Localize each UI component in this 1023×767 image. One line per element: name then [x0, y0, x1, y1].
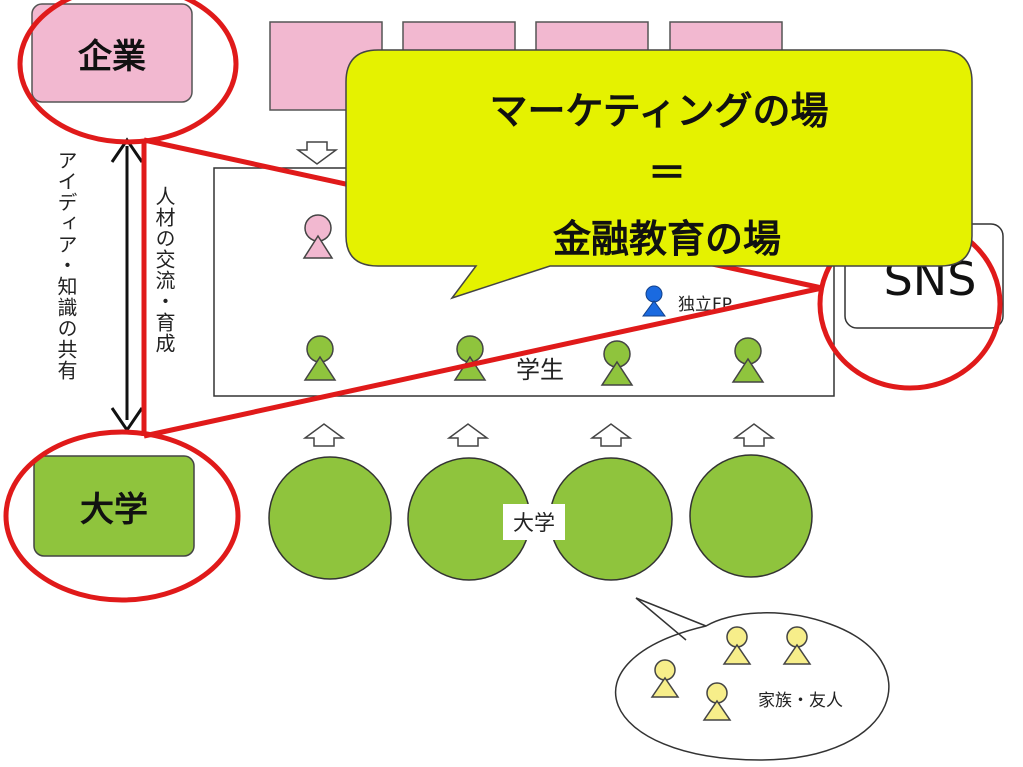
highlight-ring-university — [3, 429, 241, 603]
corporate-label: 企業 — [78, 37, 146, 77]
university-circle — [689, 454, 813, 578]
callout-line2: ＝ — [648, 151, 686, 195]
corporate-box — [31, 3, 193, 103]
highlight-ring-corporate — [17, 0, 239, 145]
family-person-icon — [650, 659, 680, 698]
talent-exchange-text: 人材の交流・育成 — [152, 186, 176, 354]
students-label: 学生 — [516, 356, 564, 384]
family-bubble — [614, 597, 890, 761]
university-label: 大学 — [80, 490, 148, 530]
callout-line1: マーケティングの場 — [490, 89, 829, 133]
up-arrow-icon — [302, 423, 346, 447]
red-link-line — [143, 285, 823, 439]
universities-label-bg — [503, 504, 565, 540]
family-label: 家族・友人 — [758, 691, 843, 711]
knowledge-sharing-text: アイディア・知識の共有 — [54, 150, 78, 381]
up-arrow-icon — [732, 423, 776, 447]
student-icon — [731, 337, 765, 383]
callout-line3: 金融教育の場 — [552, 217, 781, 261]
up-arrow-icon — [446, 423, 490, 447]
family-person-icon — [782, 626, 812, 665]
student-icon — [303, 335, 337, 381]
up-arrow-icon — [589, 423, 633, 447]
family-person-icon — [702, 682, 732, 721]
callout-bubble — [345, 49, 973, 300]
student-icon — [600, 340, 634, 386]
university-circle — [549, 457, 673, 581]
universities-label: 大学 — [513, 511, 555, 535]
university-circle — [268, 456, 392, 580]
corporate-person-icon — [302, 214, 334, 259]
family-person-icon — [722, 626, 752, 665]
independent-fp-icon — [642, 285, 666, 317]
down-arrow-icon — [295, 141, 339, 165]
university-box — [33, 455, 195, 557]
